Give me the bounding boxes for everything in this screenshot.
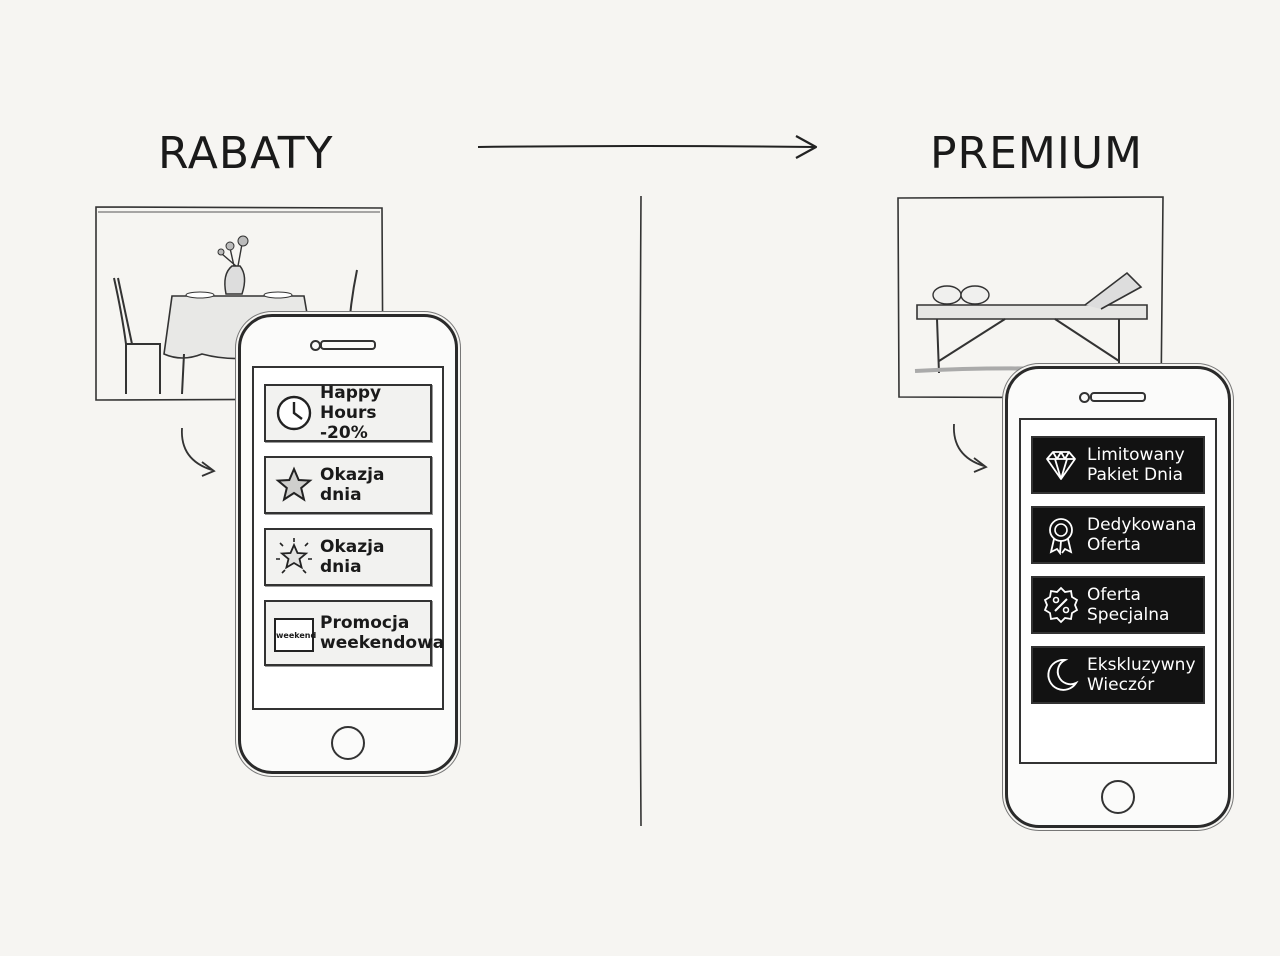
transition-arrow-icon [477,135,818,159]
offer-label: Promocja [320,613,410,633]
offer-card-okazja-dnia-sparkle[interactable]: Okazja dnia [264,528,432,586]
offer-sublabel: -20% [320,423,368,443]
calendar-weekend-label: weekend [276,631,317,640]
offer-card-promocja-weekendowa[interactable]: weekend Promocja weekendowa [264,600,444,666]
sparkle-star-icon [276,538,312,574]
curved-arrow-left-icon [181,427,216,477]
offer-label: Happy Hours [320,383,382,423]
offer-label: Okazja dnia [320,537,385,577]
offer-sublabel: Oferta [1087,535,1141,555]
award-icon [1049,518,1073,555]
center-divider [639,195,642,827]
home-button[interactable] [1101,780,1135,814]
offer-card-dedykowana-oferta[interactable]: Dedykowana Oferta [1031,506,1205,564]
camera-icon [1079,392,1090,403]
phone-rabaty: Happy Hours -20% Okazja dnia Okazja dnia [238,314,458,774]
curved-arrow-right-icon [953,423,988,473]
offer-label: Okazja dnia [320,465,385,505]
offer-card-okazja-dnia[interactable]: Okazja dnia [264,456,432,514]
diamond-icon [1046,451,1076,480]
offer-card-ekskluzywny-wieczor[interactable]: Ekskluzywny Wieczór [1031,646,1205,704]
restaurant-table-illustration [95,206,384,401]
offer-sublabel: Pakiet Dnia [1087,465,1184,485]
offer-label: Limitowany [1087,445,1185,465]
star-icon [275,466,313,502]
moon-icon [1047,659,1079,691]
speaker-grille [1090,392,1146,402]
offer-sublabel: Wieczór [1087,675,1155,695]
offer-label: Ekskluzywny [1087,655,1196,675]
offer-card-happy-hours[interactable]: Happy Hours -20% [264,383,432,443]
offer-card-limitowany-pakiet[interactable]: Limitowany Pakiet Dnia [1031,436,1205,494]
offer-sublabel: Specjalna [1087,605,1170,625]
phone-screen-premium: Limitowany Pakiet Dnia Dedykowana Oferta [1019,418,1217,764]
offer-label: Oferta [1087,585,1141,605]
clock-icon [276,395,312,431]
title-premium: PREMIUM [930,128,1144,179]
speaker-grille [320,340,376,350]
percent-badge-icon [1043,586,1079,624]
home-button[interactable] [331,726,365,760]
phone-screen-rabaty: Happy Hours -20% Okazja dnia Okazja dnia [252,366,444,710]
offer-sublabel: weekendowa [320,633,445,653]
phone-premium: Limitowany Pakiet Dnia Dedykowana Oferta [1005,366,1231,828]
calendar-icon: weekend [274,618,317,652]
offer-label: Dedykowana [1087,515,1197,535]
title-rabaty: RABATY [158,128,334,179]
offer-card-oferta-specjalna[interactable]: Oferta Specjalna [1031,576,1205,634]
